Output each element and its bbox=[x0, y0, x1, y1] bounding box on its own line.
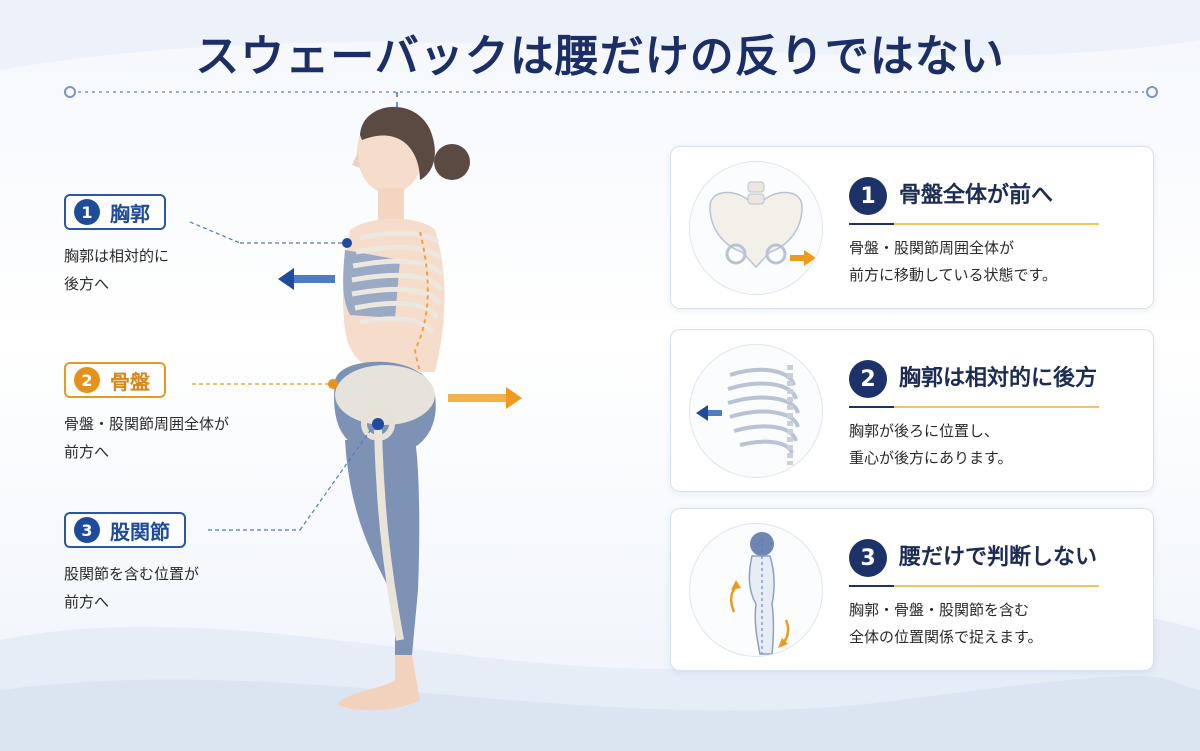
card-thorax-backward: 2 胸郭は相対的に後方 胸郭が後ろに位置し、 重心が後方にあります。 bbox=[670, 329, 1154, 492]
page-title: スウェーバックは腰だけの反りではない bbox=[195, 31, 1005, 82]
label-title: 骨盤 bbox=[110, 369, 150, 394]
number-badge: 1 bbox=[74, 199, 100, 225]
number-badge: 2 bbox=[74, 367, 100, 393]
label-thorax: 1 胸郭 胸郭は相対的に 後方へ bbox=[64, 194, 169, 298]
card-title: 腰だけで判断しない bbox=[899, 545, 1098, 570]
ribcage-icon bbox=[689, 344, 823, 478]
posture-silhouette-icon bbox=[689, 523, 823, 657]
title-divider bbox=[64, 86, 1158, 98]
card-number-badge: 3 bbox=[849, 539, 887, 577]
card-description: 骨盤・股関節周囲全体が 前方に移動している状態です。 bbox=[849, 239, 1058, 284]
desc-line: 骨盤・股関節周囲全体が bbox=[64, 415, 230, 433]
card-number-badge: 2 bbox=[849, 360, 887, 398]
label-title: 股関節 bbox=[110, 519, 170, 544]
label-pelvis: 2 骨盤 骨盤・股関節周囲全体が 前方へ bbox=[64, 362, 229, 466]
desc-line: 前方へ bbox=[64, 443, 110, 461]
desc-line: 後方へ bbox=[64, 275, 110, 293]
number-badge: 3 bbox=[74, 517, 100, 543]
card-title-underline bbox=[849, 406, 1099, 408]
card-number-badge: 1 bbox=[849, 177, 887, 215]
card-title: 骨盤全体が前へ bbox=[899, 183, 1054, 208]
label-description: 股関節を含む位置が 前方へ bbox=[64, 560, 199, 616]
card-pelvis-forward: 1 骨盤全体が前へ 骨盤・股関節周囲全体が 前方に移動している状態です。 bbox=[670, 146, 1154, 309]
card-description: 胸郭が後ろに位置し、 重心が後方にあります。 bbox=[849, 422, 1013, 467]
desc-line: 胸郭は相対的に bbox=[64, 247, 170, 265]
desc-line: 前方へ bbox=[64, 593, 110, 611]
card-title-underline bbox=[849, 223, 1099, 225]
card-title-underline bbox=[849, 585, 1099, 587]
card-whole-body: 3 腰だけで判断しない 胸郭・骨盤・股関節を含む 全体の位置関係で捉えます。 bbox=[670, 508, 1154, 671]
label-title: 胸郭 bbox=[110, 201, 150, 226]
pelvis-icon bbox=[689, 161, 823, 295]
label-description: 骨盤・股関節周囲全体が 前方へ bbox=[64, 410, 229, 466]
desc-line: 股関節を含む位置が bbox=[64, 565, 200, 583]
label-hip-joint-box: 3 股関節 bbox=[64, 512, 186, 548]
label-hip-joint: 3 股関節 股関節を含む位置が 前方へ bbox=[64, 512, 199, 616]
card-title: 胸郭は相対的に後方 bbox=[899, 366, 1098, 391]
card-description: 胸郭・骨盤・股関節を含む 全体の位置関係で捉えます。 bbox=[849, 601, 1043, 646]
label-description: 胸郭は相対的に 後方へ bbox=[64, 242, 169, 298]
label-thorax-box: 1 胸郭 bbox=[64, 194, 166, 230]
label-pelvis-box: 2 骨盤 bbox=[64, 362, 166, 398]
